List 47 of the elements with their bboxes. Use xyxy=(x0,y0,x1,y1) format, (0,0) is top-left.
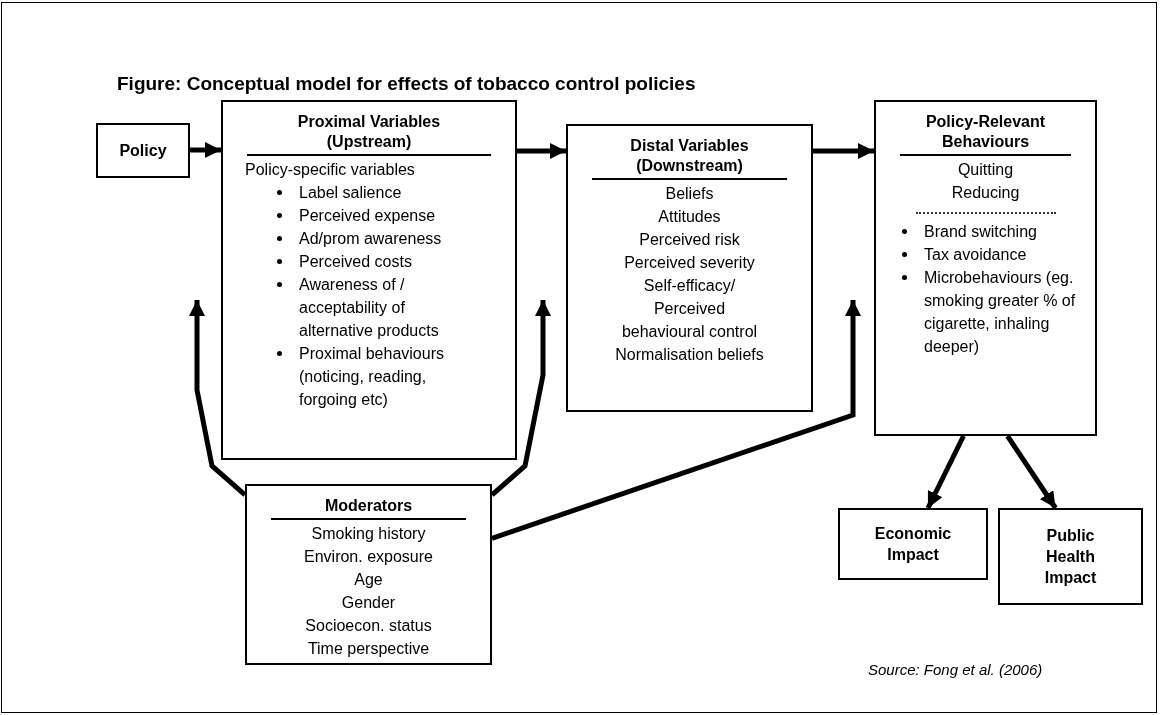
bullet-item: Proximal behaviours (noticing, reading, forgoing etc) xyxy=(299,344,445,410)
box-heading: Proximal Variables (Upstream) xyxy=(296,112,442,152)
bullet-item: Awareness of / acceptability of alternative products xyxy=(299,275,440,341)
box-text: Time perspective xyxy=(307,639,430,659)
box-text: Beliefs xyxy=(665,184,714,204)
text-box xyxy=(96,123,190,178)
box-text: Normalisation beliefs xyxy=(615,345,764,365)
text-box xyxy=(245,484,492,665)
arrow xyxy=(813,143,874,159)
box-text: Self-efficacy/ Perceived behavioural control xyxy=(620,276,759,342)
text-box xyxy=(221,100,517,460)
box-text: Socioecon. status xyxy=(305,616,432,636)
arrow xyxy=(491,300,861,541)
box-label: Public Health Impact xyxy=(1043,526,1098,588)
bullet-item: Perceived expense xyxy=(299,206,437,226)
box-text: Gender xyxy=(341,593,396,613)
box-text: Reducing xyxy=(951,183,1020,203)
box-label: Policy xyxy=(119,141,167,161)
arrow xyxy=(517,143,566,159)
arrow xyxy=(190,142,221,158)
box-text: Perceived severity xyxy=(624,253,755,273)
box-text: Perceived risk xyxy=(639,230,740,250)
box-text: Policy-specific variables xyxy=(245,160,415,180)
text-box xyxy=(838,508,988,580)
box-text: Age xyxy=(354,570,383,590)
bullet-item: Perceived costs xyxy=(299,252,413,272)
box-text: Quitting xyxy=(957,160,1014,180)
bullet-item: Ad/prom awareness xyxy=(299,229,443,249)
box-heading: Policy-Relevant Behaviours xyxy=(924,112,1047,152)
box-label: Economic Impact xyxy=(873,524,953,565)
box-text: Attitudes xyxy=(658,207,721,227)
bullet-item: Tax avoidance xyxy=(924,245,1028,265)
text-box xyxy=(566,124,813,412)
box-heading: Distal Variables (Downstream) xyxy=(629,136,750,176)
figure-title: Figure: Conceptual model for effects of tobacco control policies xyxy=(117,73,696,95)
arrow xyxy=(1005,434,1058,510)
bullet-item: Microbehaviours (eg. smoking greater % of cigarette, inhaling deeper) xyxy=(924,268,1077,357)
box-heading: Moderators xyxy=(324,496,413,516)
bullet-item: Label salience xyxy=(299,183,403,203)
source-note: Source: Fong et al. (2006) xyxy=(868,661,1043,678)
bullet-item: Brand switching xyxy=(924,222,1038,242)
text-box xyxy=(998,508,1143,605)
box-text: Environ. exposure xyxy=(304,547,433,567)
text-box xyxy=(874,100,1097,436)
arrow xyxy=(925,434,966,510)
arrow xyxy=(189,300,247,497)
box-text: Smoking history xyxy=(311,524,426,544)
